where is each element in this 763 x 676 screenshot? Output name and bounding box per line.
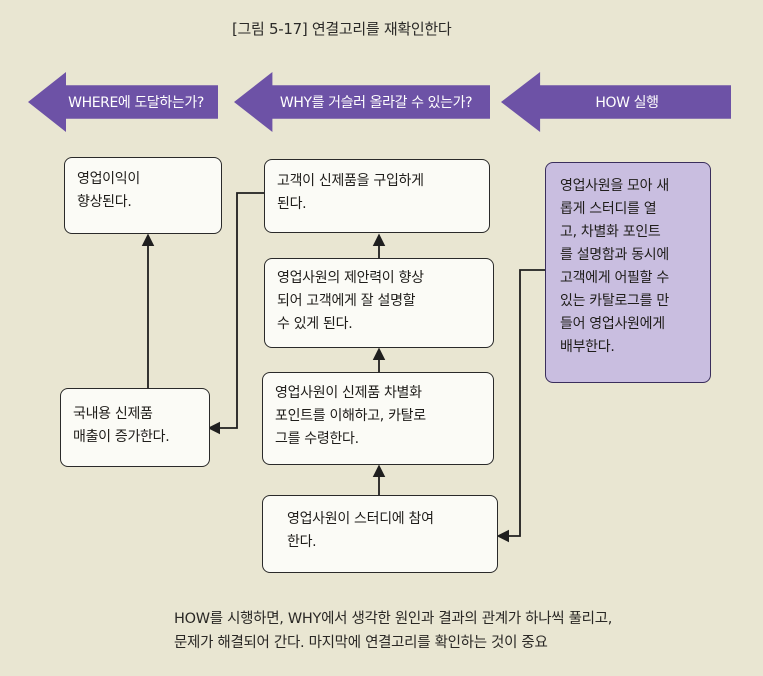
box-profit-improves: 영업이익이 향상된다. — [64, 157, 222, 234]
box-join-study: 영업사원이 스터디에 참여 한다. — [262, 495, 498, 573]
where-arrow-label: WHERE에 도달하는가? — [68, 95, 204, 111]
link-how-to-study — [496, 269, 545, 543]
box-proposal-improves: 영업사원의 제안력이 향상 되어 고객에게 잘 설명할 수 있게 된다. — [264, 258, 494, 348]
how-arrow-label: HOW 실행 — [595, 95, 659, 111]
figure-caption: [그림 5-17] 연결고리를 재확인한다 — [232, 20, 452, 38]
box-how-action: 영업사원을 모아 새 롭게 스터디를 열 고, 차별화 포인트 를 설명함과 동… — [545, 162, 711, 383]
link-customer-to-domestic — [207, 192, 264, 435]
box-understand-catalog: 영업사원이 신제품 차별화 포인트를 이해하고, 카탈로 그를 수령한다. — [262, 372, 494, 465]
box-domestic-sales-increase: 국내용 신제품 매출이 증가한다. — [60, 388, 210, 467]
box-customer-buys: 고객이 신제품을 구입하게 된다. — [264, 159, 490, 233]
footer-note: HOW를 시행하면, WHY에서 생각한 원인과 결과의 관계가 하나씩 풀리고… — [174, 611, 613, 651]
why-arrow-label: WHY를 거슬러 올라갈 수 있는가? — [279, 95, 473, 111]
